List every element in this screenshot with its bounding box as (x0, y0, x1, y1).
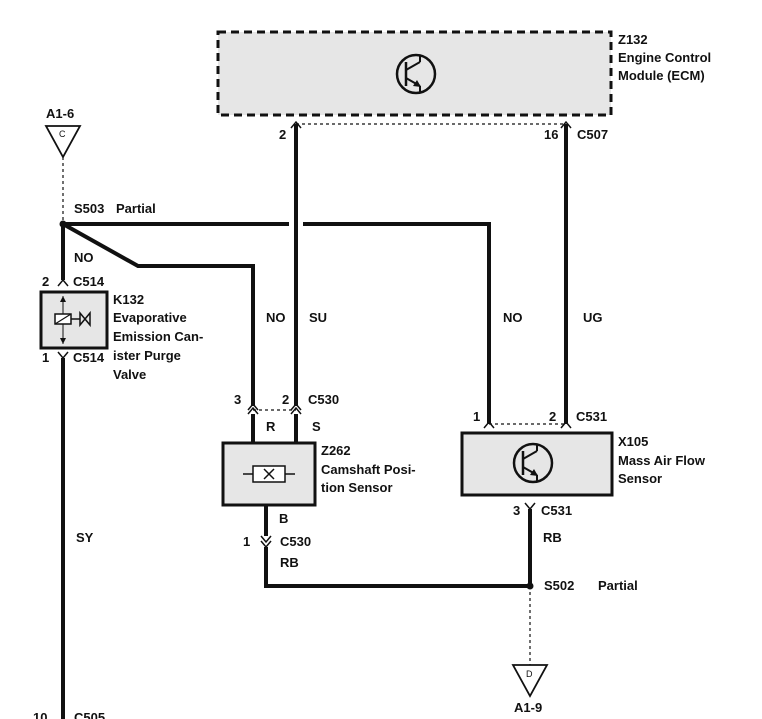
wire-cam-stubs (251, 414, 298, 443)
c530-top-pin-right: 2 (282, 392, 289, 407)
wire-label-r: R (266, 419, 276, 434)
c530-top-id: C530 (308, 392, 339, 407)
wire-label-s: S (312, 419, 321, 434)
purge-valve-name-line4: Valve (113, 367, 146, 382)
wire-label-no-cam: NO (266, 310, 286, 325)
c507-pin2-symbol (290, 120, 302, 129)
c514-top-id: C514 (73, 274, 105, 289)
wire-label-b: B (279, 511, 288, 526)
wire-rb-cam[interactable] (264, 547, 530, 588)
wire-label-no-purge: NO (74, 250, 94, 265)
c530-pin3-symbol (247, 402, 259, 415)
ref-top-letter: C (59, 129, 66, 139)
purge-valve[interactable] (39, 290, 109, 350)
camshaft-sensor[interactable] (221, 441, 317, 507)
purge-valve-id: K132 (113, 292, 144, 307)
wire-label-ug: UG (583, 310, 603, 325)
wire-label-sy: SY (76, 530, 94, 545)
splice-s503-note: Partial (116, 201, 156, 216)
wire-maf-stubs (487, 410, 568, 424)
maf-sensor-id: X105 (618, 434, 648, 449)
splice-s502-id: S502 (544, 578, 574, 593)
ref-bottom-triangle-icon[interactable] (511, 664, 549, 698)
c505-partial-pin: 10 (33, 710, 47, 719)
c514-bottom-pin: 1 (42, 350, 49, 365)
maf-sensor-name-line1: Mass Air Flow (618, 453, 706, 468)
transistor-icon (512, 442, 554, 484)
c507-pin-right: 16 (544, 127, 558, 142)
wire-label-rb-cam: RB (280, 555, 299, 570)
wire-label-rb-maf: RB (543, 530, 562, 545)
ecm-name-line1: Engine Control (618, 50, 711, 65)
cam-sensor-id: Z262 (321, 443, 351, 458)
c507-pin16-symbol (560, 120, 572, 129)
cam-sensor-name-line1: Camshaft Posi- (321, 462, 416, 477)
maf-sensor-name-line2: Sensor (618, 471, 662, 486)
ref-bottom-label: A1-9 (514, 700, 542, 715)
c530-top-pin-left: 3 (234, 392, 241, 407)
hall-sensor-icon (243, 465, 295, 483)
splice-s502-note: Partial (598, 578, 638, 593)
solenoid-valve-icon (54, 296, 91, 344)
wire-no-to-maf[interactable] (63, 222, 491, 410)
c531-pin3-symbol (524, 502, 536, 511)
c514-top-pin-symbol (57, 278, 69, 287)
c514-top-pin: 2 (42, 274, 49, 289)
ref-bottom-letter: D (526, 669, 533, 679)
c505-partial-id: C505 (74, 710, 105, 719)
c507-pin-left: 2 (279, 127, 286, 142)
c531-top-pin-right: 2 (549, 409, 556, 424)
ecm-module[interactable] (216, 30, 613, 117)
ref-top-triangle-icon[interactable] (44, 125, 82, 159)
ref-top-label: A1-6 (46, 106, 74, 121)
ecm-name-line2: Module (ECM) (618, 68, 705, 83)
purge-valve-name-line1: Evaporative (113, 310, 187, 325)
c531-top-id: C531 (576, 409, 607, 424)
c514-bottom-pin-symbol (57, 351, 69, 360)
c531-bottom-pin: 3 (513, 503, 520, 518)
transistor-icon (395, 53, 437, 95)
c530-pin1-symbol (260, 535, 272, 549)
wire-no-to-cam[interactable] (62, 222, 255, 406)
c530-pin2-symbol (290, 402, 302, 415)
wire-label-no-maf: NO (503, 310, 523, 325)
c531-top-pin-left: 1 (473, 409, 480, 424)
maf-sensor[interactable] (460, 431, 614, 497)
c514-bottom-id: C514 (73, 350, 105, 365)
purge-valve-name-line3: ister Purge (113, 348, 181, 363)
wire-label-su: SU (309, 310, 327, 325)
c507-id: C507 (577, 127, 608, 142)
ecm-id: Z132 (618, 32, 648, 47)
splice-s503-id: S503 (74, 201, 104, 216)
c530-bottom-id: C530 (280, 534, 311, 549)
c531-bottom-id: C531 (541, 503, 572, 518)
c530-bottom-pin: 1 (243, 534, 250, 549)
cam-sensor-name-line2: tion Sensor (321, 480, 393, 495)
purge-valve-name-line2: Emission Can- (113, 329, 203, 344)
